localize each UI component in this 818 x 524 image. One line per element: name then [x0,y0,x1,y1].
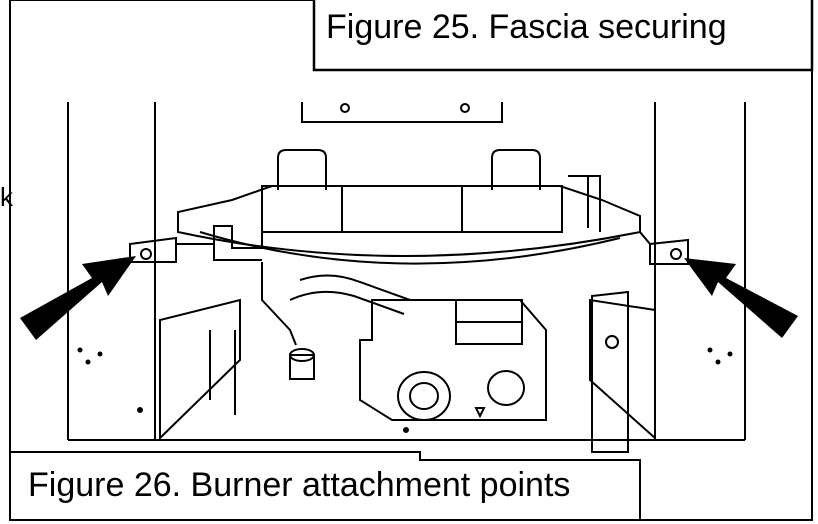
screw-left-attachment [140,248,152,260]
caption-box-bottom [10,451,641,520]
control-knob-right [487,370,525,406]
screw-top-right [460,103,470,113]
arrow-pointing-left-up-icon [684,258,798,338]
figure-25-caption: Figure 25. Fascia securing [326,8,727,46]
caption-box-top [312,0,814,72]
control-knob-left [397,371,451,421]
arrow-pointing-right-up-icon [20,256,136,340]
cropped-edge-letter: k [0,182,13,212]
figure-26-caption: Figure 26. Burner attachment points [28,466,571,504]
screw-top-left [340,103,350,113]
screw-right-attachment [670,248,682,260]
